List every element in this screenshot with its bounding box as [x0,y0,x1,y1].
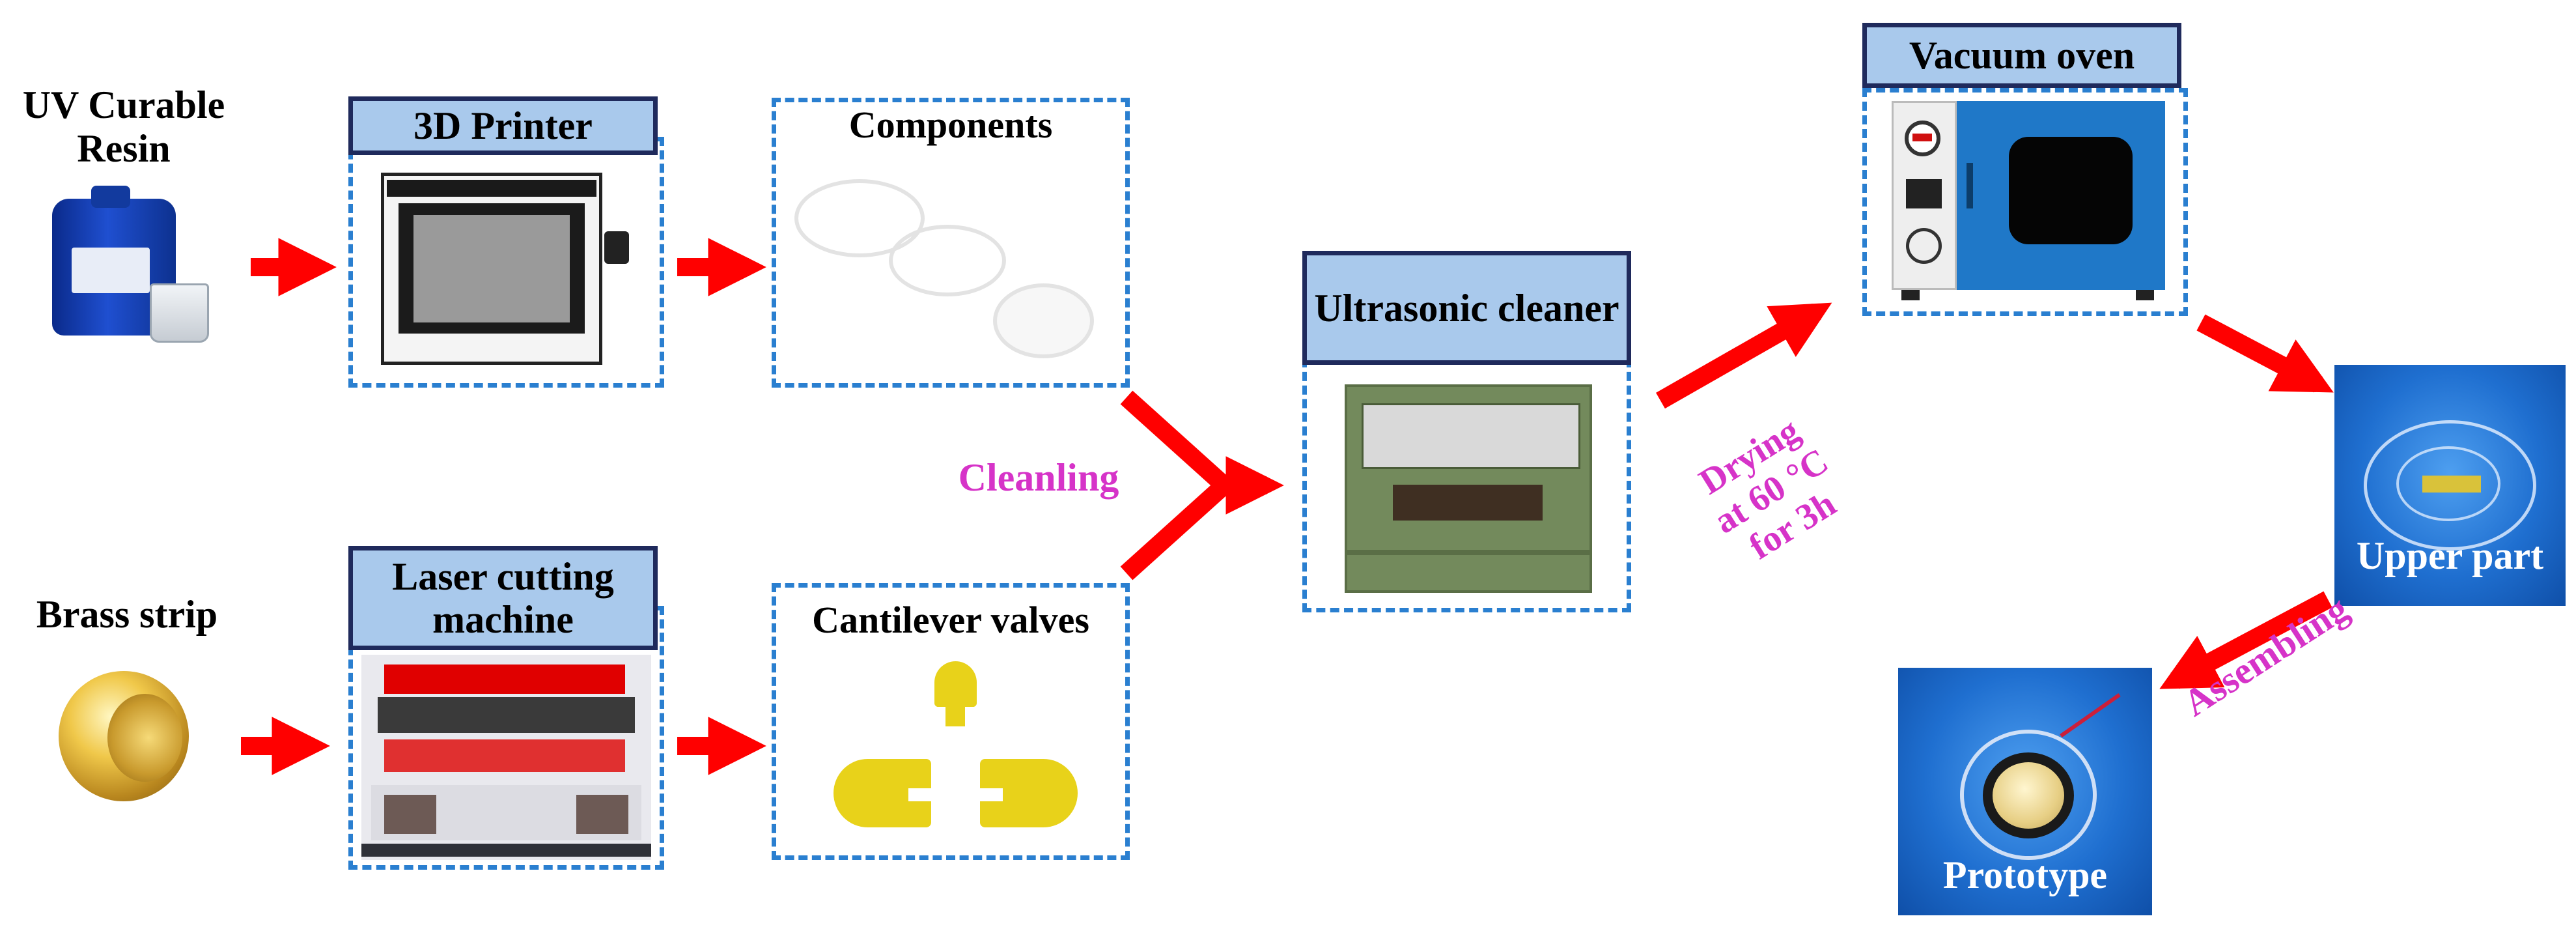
printer-image [381,173,602,365]
printer-title: 3D Printer [348,96,658,155]
resin-canister-image [52,186,209,343]
component-disc-1 [794,179,925,257]
oven-title: Vacuum oven [1862,23,2181,88]
oven-image [1892,101,2165,303]
prototype-label: Prototype [1942,853,2108,896]
laser-title: Laser cutting machine [348,546,658,650]
component-disc-2 [889,225,1006,296]
arrow-oven-to-upper-part [2196,314,2334,393]
printer-handle [604,231,629,264]
arrow-valves-to-merge [1120,478,1231,580]
arrow-components-to-merge [1120,390,1231,493]
upper-part-label: Upper part [2356,534,2544,577]
valves-label: Cantilever valves [812,599,1089,641]
cleaning-step-label: Cleanling [958,456,1119,499]
arrow-cleaner-to-oven [1656,302,1832,409]
resin-label: UV Curable Resin [22,83,225,171]
prototype-photo [1898,668,2152,915]
component-cylinder [993,283,1094,358]
laser-machine-image [361,655,651,860]
brass-ring-image [59,658,208,808]
valves-image [833,661,1081,831]
arrow-upper-part-to-prototype [2159,591,2332,689]
components-label: Components [848,104,1053,146]
cleaner-image [1345,384,1592,593]
brass-label: Brass strip [36,593,218,636]
cleaner-title: Ultrasonic cleaner [1302,251,1631,365]
upper-part-photo [2334,365,2566,606]
